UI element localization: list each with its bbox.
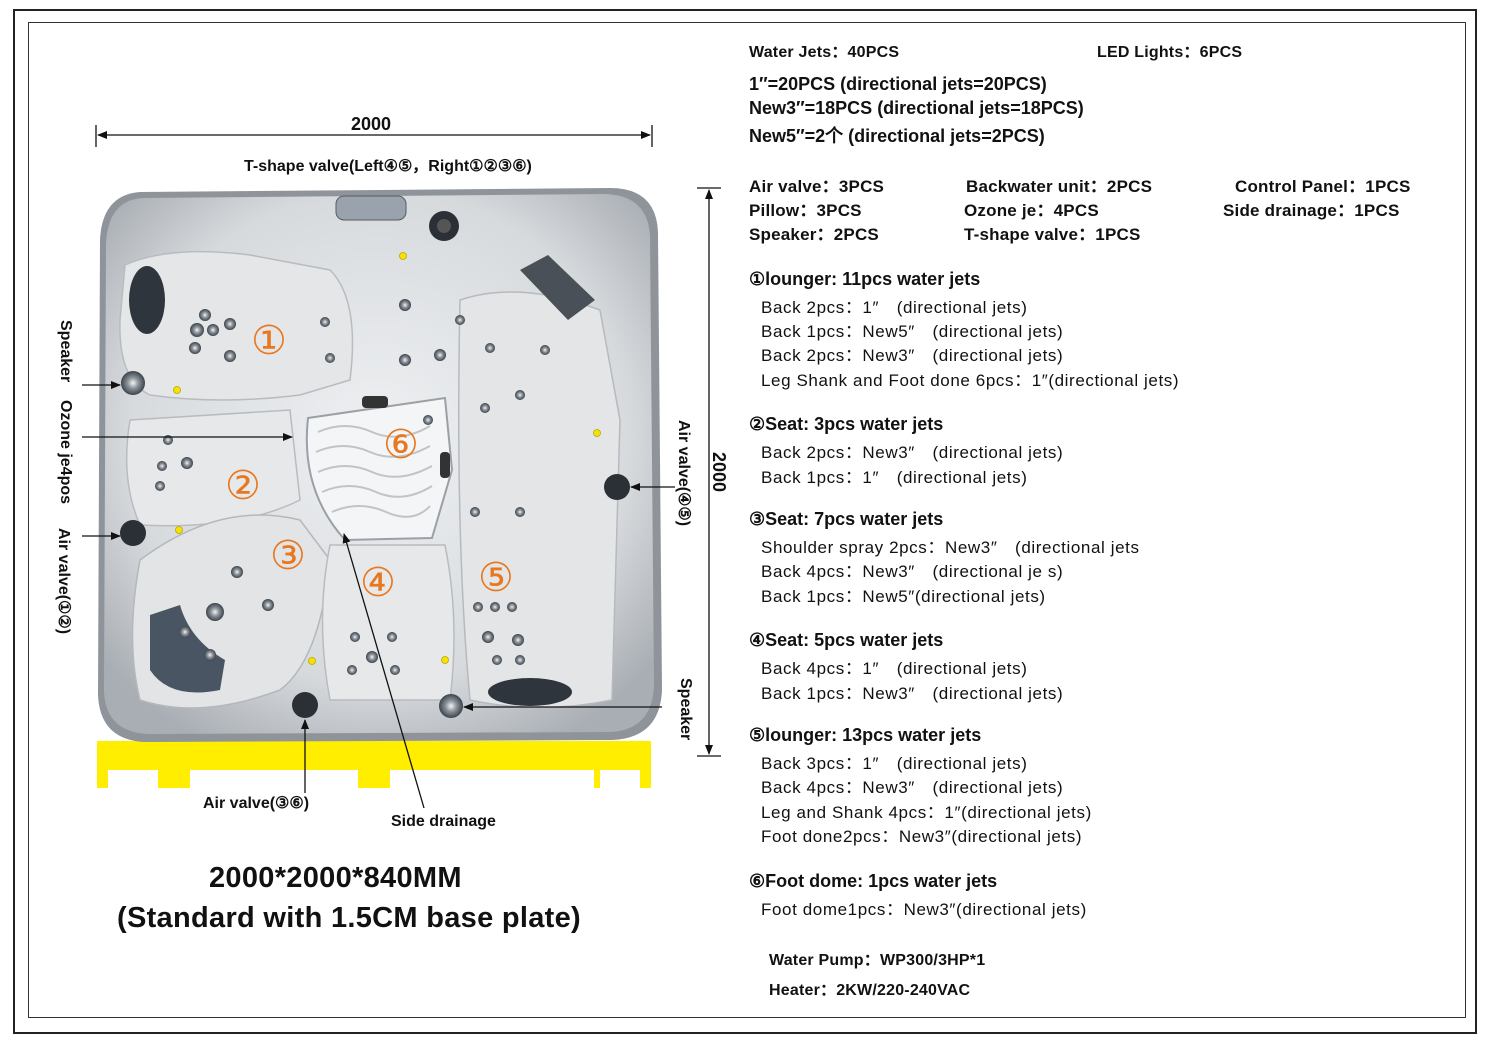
air-valve-45-label: Air valve(④⑤) <box>675 420 692 527</box>
speaker-count: Speaker：2PCS <box>749 225 879 244</box>
section-6-title: ⑥Foot dome: 1pcs water jets <box>749 871 998 891</box>
ozone-je-count: Ozone je：4PCS <box>964 201 1099 220</box>
side-drainage-label: Side drainage <box>391 813 496 830</box>
backwater-unit-count: Backwater unit：2PCS <box>966 177 1153 196</box>
air-valve-12-label: Air valve(①②) <box>55 528 72 635</box>
tub-shell <box>98 188 662 742</box>
section-4-line-2: Back 1pcs：New3″ (directional jets) <box>761 684 1064 703</box>
water-jets <box>155 299 550 675</box>
air-valve-count: Air valve：3PCS <box>749 177 885 196</box>
inner-frame <box>28 22 1466 1018</box>
callout-arrows <box>82 381 675 809</box>
zone-3-number: ③ <box>270 534 306 578</box>
zone-2-number: ② <box>225 464 261 508</box>
section-1-line-3: Back 2pcs：New3″ (directional jets) <box>761 346 1064 365</box>
dimensions-title: 2000*2000*840MM <box>209 862 462 894</box>
jets-new3-count: New3″=18PCS (directional jets=18PCS) <box>749 98 1084 118</box>
section-2-line-1: Back 2pcs：New3″ (directional jets) <box>761 443 1064 462</box>
zone-6-number: ⑥ <box>383 423 419 467</box>
dimension-height <box>697 187 721 757</box>
section-4-line-1: Back 4pcs：1″ (directional jets) <box>761 659 1028 678</box>
zone-5-number: ⑤ <box>478 556 514 600</box>
air-valve-36-label: Air valve(③⑥) <box>203 795 310 812</box>
zone-4-number: ④ <box>360 561 396 605</box>
control-panel-count: Control Panel：1PCS <box>1235 177 1411 196</box>
section-4-title: ④Seat: 5pcs water jets <box>749 630 944 650</box>
section-1-title: ①lounger: 11pcs water jets <box>749 269 981 289</box>
speaker-left-label: Speaker <box>57 320 74 383</box>
jets-new5-count: New5″=2个 (directional jets=2PCS) <box>749 126 1045 146</box>
section-2-line-2: Back 1pcs：1″ (directional jets) <box>761 468 1028 487</box>
height-dimension-label: 2000 <box>709 452 729 493</box>
base-plate <box>97 741 651 788</box>
side-drainage-count: Side drainage：1PCS <box>1223 201 1400 220</box>
section-2-title: ②Seat: 3pcs water jets <box>749 414 944 434</box>
zone-1-number: ① <box>251 319 287 363</box>
section-3-line-1: Shoulder spray 2pcs：New3″ (directional j… <box>761 538 1140 557</box>
section-5-line-1: Back 3pcs：1″ (directional jets) <box>761 754 1028 773</box>
section-3-line-2: Back 4pcs：New3″ (directional je s) <box>761 562 1064 581</box>
pillow-count: Pillow：3PCS <box>749 201 862 220</box>
dimension-width <box>95 125 653 147</box>
jets-1-count: 1″=20PCS (directional jets=20PCS) <box>749 74 1047 94</box>
t-shape-valve-label: T-shape valve(Left④⑤，Right①②③⑥) <box>244 158 532 175</box>
ozone-je-label: Ozone je4pos <box>57 400 74 505</box>
led-lights <box>173 252 601 665</box>
width-dimension-label: 2000 <box>351 114 392 134</box>
section-5-line-4: Foot done2pcs：New3″(directional jets) <box>761 827 1083 846</box>
section-1-line-2: Back 1pcs：New5″ (directional jets) <box>761 322 1064 341</box>
section-5-line-3: Leg and Shank 4pcs：1″(directional jets) <box>761 803 1092 822</box>
section-1-line-4: Leg Shank and Foot done 6pcs：1″(directio… <box>761 371 1180 390</box>
t-shape-valve-count: T-shape valve：1PCS <box>964 225 1141 244</box>
water-jets-total: Water Jets：40PCS <box>749 44 900 61</box>
outer-frame <box>13 9 1477 1034</box>
base-plate-note: (Standard with 1.5CM base plate) <box>117 902 582 934</box>
speaker-right-label: Speaker <box>677 678 694 741</box>
led-lights-total: LED Lights：6PCS <box>1097 44 1243 61</box>
section-5-title: ⑤lounger: 13pcs water jets <box>749 725 982 745</box>
section-1-line-1: Back 2pcs：1″ (directional jets) <box>761 298 1028 317</box>
valves <box>120 211 630 718</box>
section-3-title: ③Seat: 7pcs water jets <box>749 509 944 529</box>
section-5-line-2: Back 4pcs：New3″ (directional jets) <box>761 778 1064 797</box>
heater-spec: Heater：2KW/220-240VAC <box>769 982 971 999</box>
section-3-line-3: Back 1pcs：New5″(directional jets) <box>761 587 1046 606</box>
water-pump-spec: Water Pump：WP300/3HP*1 <box>769 952 986 969</box>
section-6-line-1: Foot dome1pcs：New3″(directional jets) <box>761 900 1087 919</box>
